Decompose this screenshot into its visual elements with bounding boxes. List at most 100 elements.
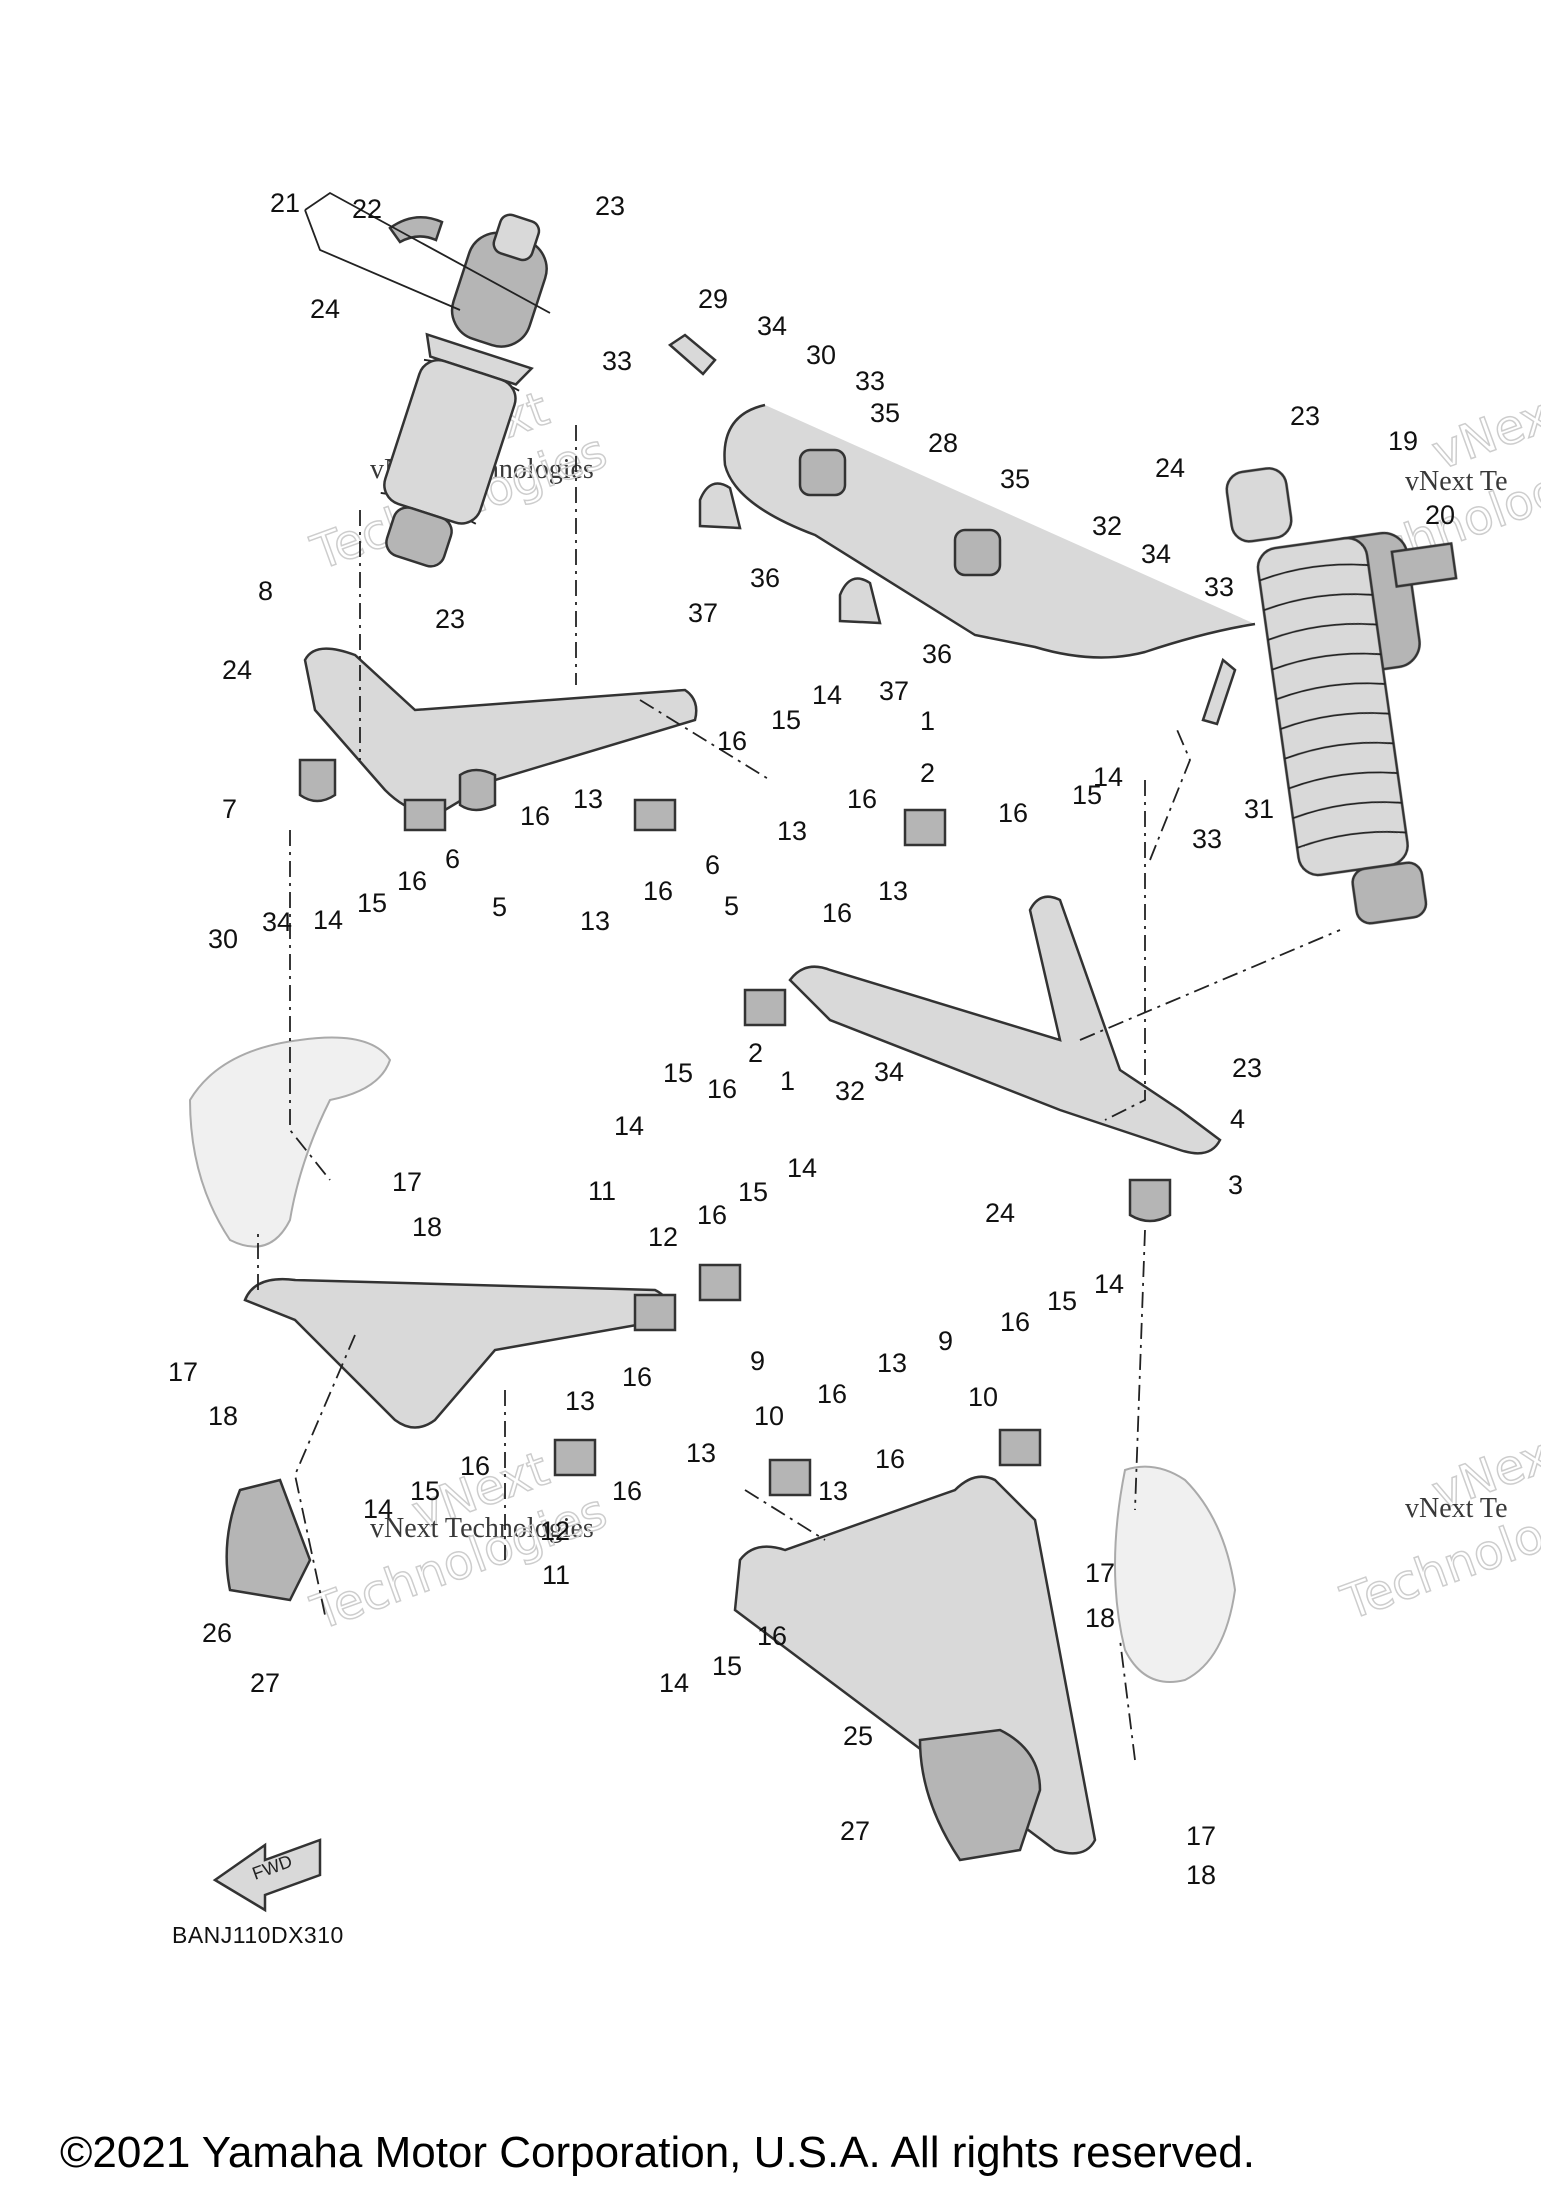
bushing — [458, 768, 497, 812]
callout-17: 17 — [1186, 1821, 1216, 1851]
callout-16: 16 — [697, 1200, 727, 1230]
arm-guard — [918, 1728, 1042, 1862]
callout-11: 11 — [542, 1560, 570, 1590]
upper-arm-right — [788, 895, 1222, 1155]
bushing — [403, 798, 447, 832]
callout-12: 12 — [648, 1222, 678, 1252]
callout-9: 9 — [750, 1346, 765, 1376]
callout-34: 34 — [262, 907, 292, 937]
callout-15: 15 — [738, 1177, 768, 1207]
callout-13: 13 — [877, 1348, 907, 1378]
callout-16: 16 — [1000, 1307, 1030, 1337]
callout-3: 3 — [1228, 1170, 1243, 1200]
arm-guard — [225, 1478, 312, 1602]
callout-13: 13 — [777, 816, 807, 846]
callout-18: 18 — [1085, 1603, 1115, 1633]
callout-8: 8 — [258, 576, 273, 606]
callout-13: 13 — [686, 1438, 716, 1468]
callout-34: 34 — [1141, 539, 1171, 569]
callout-24: 24 — [985, 1198, 1015, 1228]
callout-27: 27 — [840, 1816, 870, 1846]
callout-13: 13 — [573, 784, 603, 814]
callout-14: 14 — [787, 1153, 817, 1183]
forward-arrow-icon: FWD — [212, 1838, 322, 1913]
callout-23: 23 — [1232, 1053, 1262, 1083]
callout-31: 31 — [1244, 794, 1274, 824]
callout-17: 17 — [1085, 1558, 1115, 1588]
bushing-bracket — [838, 577, 882, 625]
callout-34: 34 — [874, 1057, 904, 1087]
bushing — [633, 798, 677, 832]
watermark-text: vNext Te — [1405, 466, 1508, 497]
callout-23: 23 — [1290, 401, 1320, 431]
callout-14: 14 — [1093, 762, 1123, 792]
callout-5: 5 — [492, 892, 507, 922]
callout-24: 24 — [310, 294, 340, 324]
callout-15: 15 — [357, 888, 387, 918]
callout-16: 16 — [998, 798, 1028, 828]
ball-joint — [1128, 1178, 1172, 1223]
callout-16: 16 — [757, 1621, 787, 1651]
watermark-text: vNext Te — [1405, 1493, 1508, 1524]
callout-1: 1 — [920, 706, 935, 736]
callout-10: 10 — [754, 1401, 784, 1431]
parts: FWD — [188, 213, 1458, 1913]
watermark-text: vNext Technologies — [370, 1513, 594, 1544]
callout-32: 32 — [835, 1076, 865, 1106]
callout-13: 13 — [565, 1386, 595, 1416]
callout-18: 18 — [208, 1401, 238, 1431]
callout-16: 16 — [817, 1379, 847, 1409]
callout-18: 18 — [1186, 1860, 1216, 1890]
reservoir-cover — [388, 215, 444, 244]
callout-5: 5 — [724, 891, 739, 921]
callout-24: 24 — [1155, 453, 1185, 483]
callout-14: 14 — [614, 1111, 644, 1141]
callout-15: 15 — [771, 705, 801, 735]
callout-37: 37 — [688, 598, 718, 628]
callout-6: 6 — [445, 844, 460, 874]
callout-33: 34 — [757, 311, 787, 341]
callout-26: 26 — [202, 1618, 232, 1648]
callout-30: 30 — [208, 924, 238, 954]
callout-1: 1 — [780, 1066, 795, 1096]
callout-16: 16 — [397, 866, 427, 896]
callout-7: 7 — [222, 794, 237, 824]
callout-17: 17 — [392, 1167, 422, 1197]
callout-16: 16 — [875, 1444, 905, 1474]
leader-lines — [257, 191, 1341, 1761]
copyright-notice: ©2021 Yamaha Motor Corporation, U.S.A. A… — [60, 2128, 1255, 2177]
callout-14: 14 — [363, 1494, 393, 1524]
callout-23: 23 — [595, 191, 625, 221]
bushing-bracket — [698, 482, 742, 530]
callout-13: 13 — [580, 906, 610, 936]
callout-27: 27 — [250, 1668, 280, 1698]
callout-35: 35 — [1000, 464, 1030, 494]
callout-14: 14 — [1094, 1269, 1124, 1299]
callout-30: 33 — [855, 366, 885, 396]
callout-36: 36 — [750, 563, 780, 593]
callout-13: 13 — [818, 1476, 848, 1506]
knuckle-right — [1114, 1465, 1237, 1683]
callout-16: 16 — [847, 784, 877, 814]
callout-12: 12 — [540, 1516, 570, 1546]
callout-37: 37 — [879, 676, 909, 706]
callout-16: 16 — [707, 1074, 737, 1104]
end-link — [667, 333, 717, 376]
right-shock-absorber — [1225, 467, 1458, 925]
callout-21: 21 — [270, 188, 300, 218]
callout-4: 4 — [1230, 1104, 1245, 1134]
stabilizer-bushing — [953, 528, 1002, 577]
callout-16: 16 — [612, 1476, 642, 1506]
callout-13: 13 — [878, 876, 908, 906]
callout-2: 2 — [748, 1038, 763, 1068]
callout-15: 15 — [1072, 780, 1102, 810]
callout-16: 16 — [460, 1451, 490, 1481]
callout-23: 23 — [435, 604, 465, 634]
callout-33: 33 — [1204, 572, 1234, 602]
callout-16: 16 — [520, 801, 550, 831]
bushing — [998, 1428, 1042, 1467]
lower-arm-right — [733, 1475, 1097, 1855]
ball-joint — [298, 758, 337, 803]
callouts: 21 22 23 24 29 33 34 30 33 35 28 35 23 1… — [168, 188, 1455, 1890]
